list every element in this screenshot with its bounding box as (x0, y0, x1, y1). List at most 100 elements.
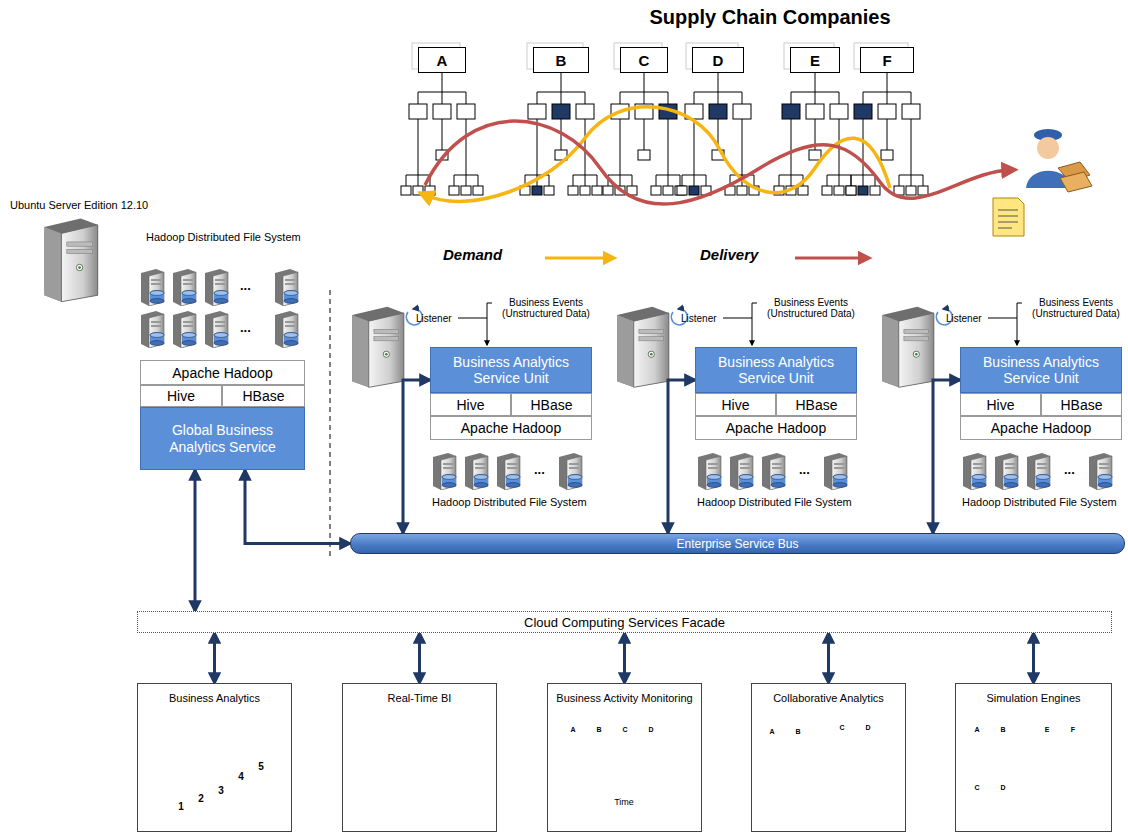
drawing-stroke (663, 186, 673, 195)
server-icon (559, 453, 582, 490)
server-icon (205, 311, 228, 348)
node-text: Business Activity Monitoring (556, 692, 692, 705)
thumbnail-letter: C (622, 726, 627, 734)
drawing-stroke (487, 303, 488, 345)
drawing-stroke (863, 175, 864, 186)
node-text: Apache Hadoop (726, 420, 826, 436)
drawing-stroke (754, 175, 755, 186)
service-box: Business Analytics Service Unit (430, 347, 592, 393)
component-box: Apache Hadoop (695, 416, 857, 440)
drawing-stroke (899, 175, 900, 186)
drawing-stroke (458, 318, 487, 319)
thumbnail-letter: D (865, 724, 870, 732)
thumbnail-letter: D (648, 726, 653, 734)
drawing-stroke (406, 175, 407, 186)
drawing-stroke (473, 186, 483, 195)
server-icon (730, 453, 753, 490)
drawing-stroke (413, 186, 423, 195)
drawing-stroke (911, 175, 912, 186)
drawing-stroke (677, 186, 687, 195)
server-icon (173, 311, 196, 348)
drawing-stroke (682, 175, 683, 186)
drawing-stroke (580, 186, 590, 195)
drawing-stroke (651, 186, 661, 195)
drawing-stroke (418, 175, 419, 186)
application-box: Business Activity Monitoring (547, 683, 702, 832)
connector-arrow (403, 380, 430, 533)
server-icon (275, 269, 298, 306)
drawing-stroke (902, 104, 920, 119)
drawing-stroke (478, 175, 479, 186)
drawing-stroke (737, 186, 747, 195)
node-text: Apache Hadoop (461, 420, 561, 436)
drawing-stroke (442, 92, 443, 104)
drawing-stroke (752, 303, 753, 345)
server-icon (433, 453, 456, 490)
bar-number: 5 (258, 761, 264, 772)
service-box: Global Business Analytics Service (140, 407, 305, 470)
drawing-stroke (709, 104, 727, 119)
drawing-stroke (822, 186, 832, 195)
thumbnail-letter: A (570, 726, 575, 734)
connector-arrow (623, 633, 626, 683)
node-text: HBase (242, 388, 284, 404)
drawing-stroke (827, 175, 828, 186)
drawing-stroke (603, 186, 613, 195)
connector-arrow (933, 380, 960, 533)
annotation-label: Hadoop Distributed File System (697, 496, 852, 508)
drawing-stroke (911, 92, 912, 104)
drawing-stroke (668, 92, 669, 104)
node-text: A (437, 52, 448, 69)
drawing-stroke (718, 92, 719, 104)
drawing-stroke (576, 104, 594, 119)
drawing-stroke (1017, 303, 1022, 304)
drawing-stroke (425, 186, 435, 195)
drawing-stroke (694, 150, 695, 175)
node-text: Business Analytics (169, 692, 260, 705)
node-text: E (810, 52, 820, 69)
drawing-stroke (863, 119, 864, 150)
drawing-stroke (544, 186, 554, 195)
drawing-stroke (585, 150, 586, 175)
drawing-stroke (409, 104, 427, 119)
drawing-stroke (449, 186, 459, 195)
drawing-stroke (733, 104, 751, 119)
drawing-stroke (863, 92, 864, 104)
drawing-stroke (668, 119, 669, 150)
drawing-stroke (839, 150, 840, 175)
node-text: HBase (795, 397, 837, 413)
drawing-stroke (878, 104, 896, 119)
drawing-stroke (656, 175, 657, 186)
drawing-stroke (839, 92, 840, 104)
drawing-stroke (723, 318, 752, 319)
thumbnail-letter: D (1000, 784, 1005, 792)
connector-arrow (1032, 633, 1035, 683)
node-text: HBase (530, 397, 572, 413)
drawing-stroke (851, 175, 852, 186)
drawing-stroke (585, 119, 586, 150)
drawing-stroke (401, 186, 411, 195)
thumbnail-letter: A (974, 726, 979, 734)
drawing-stroke (433, 104, 451, 119)
annotation-label: Hadoop Distributed File System (962, 496, 1117, 508)
drawing-stroke (742, 119, 743, 150)
node-text: Global Business Analytics Service (145, 422, 300, 454)
server-icon (465, 453, 488, 490)
drawing-stroke (644, 92, 645, 104)
thumbnail-letter: E (1045, 726, 1050, 734)
node-text: D (713, 52, 724, 69)
drawing-stroke (680, 175, 681, 186)
node-text: Real-Time BI (388, 692, 452, 705)
annotation-label: Listener (946, 313, 982, 324)
drawing-stroke (798, 186, 808, 195)
drawing-stroke (528, 104, 546, 119)
drawing-stroke (911, 119, 912, 150)
node-text: Hive (167, 388, 195, 404)
drawing-stroke (839, 175, 840, 186)
component-box: HBase (776, 393, 857, 416)
company-box: E (790, 47, 840, 73)
bar-number: 4 (238, 771, 244, 782)
company-box: B (533, 47, 589, 73)
company-box: A (418, 47, 466, 73)
drawing-stroke (881, 150, 893, 160)
